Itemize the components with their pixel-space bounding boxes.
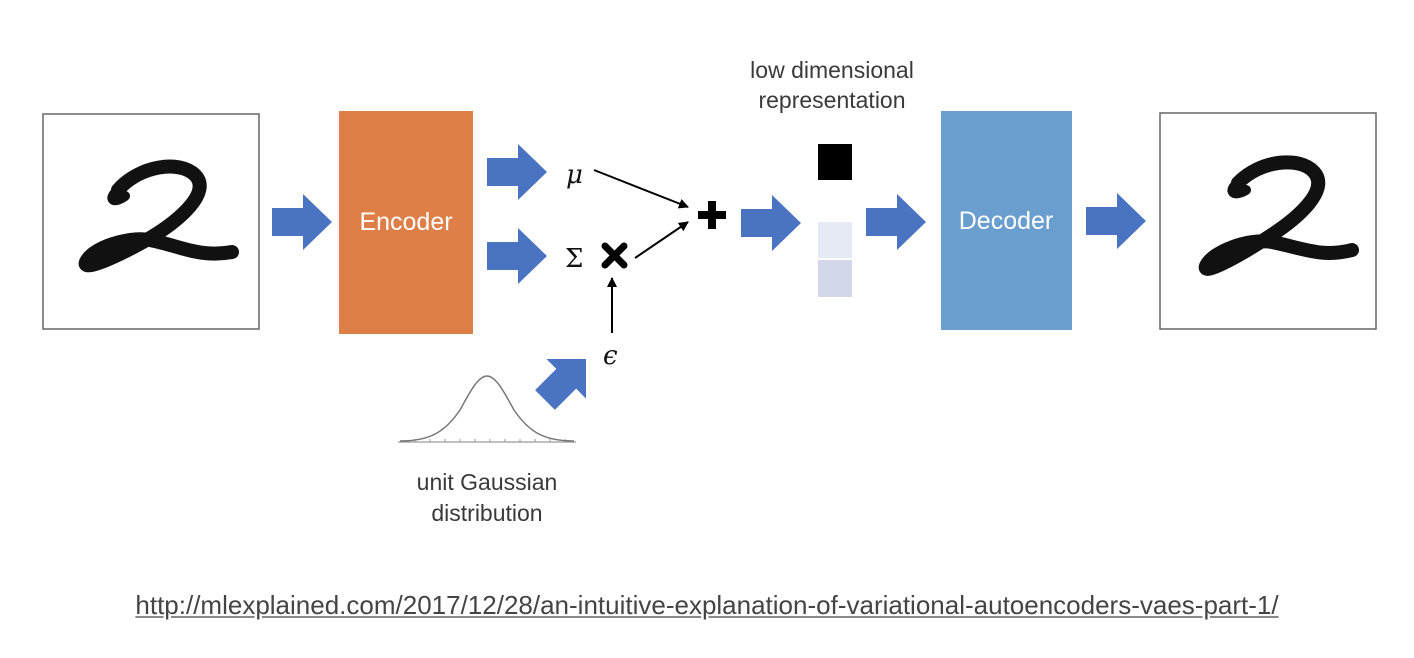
encoder-block: Encoder [339,111,473,334]
block-arrow-icon [741,195,801,251]
block-arrow-icon [1086,193,1146,249]
latent-cell-light [818,260,852,297]
epsilon-symbol: ϵ [603,341,618,371]
block-arrow-icon [487,228,547,284]
encoder-label: Encoder [359,208,452,236]
block-arrow-icon [535,358,587,410]
gaussian-label-line1: unit Gaussian [417,469,558,495]
digit-two-output-image [1198,155,1359,276]
latent-cell-dark [818,144,852,180]
product-to-plus-arrow [634,221,689,259]
latent-cell-light [818,222,852,258]
block-arrow-icon [866,194,926,250]
plus-icon [698,201,726,229]
gaussian-curve-icon [398,375,576,443]
gaussian-label-line2: distribution [431,500,542,526]
block-arrow-icon [272,194,332,250]
decoder-label: Decoder [959,207,1054,235]
latent-label-line2: representation [758,87,905,113]
decoder-block: Decoder [941,111,1072,330]
mu-to-plus-arrow [593,169,689,209]
latent-label-line1: low dimensional [750,57,914,83]
decoder-box [941,111,1072,330]
vae-diagram: Encoder μ Σ ϵ unit Gaussian distr [42,57,1377,526]
encoder-box [339,111,473,334]
latent-vector [818,144,852,297]
sigma-symbol: Σ [565,244,583,274]
source-url-link[interactable]: http://mlexplained.com/2017/12/28/an-int… [135,590,1279,620]
output-image [1159,112,1377,330]
input-image [42,113,260,330]
digit-two-input-image [78,159,239,273]
mu-symbol: μ [566,160,583,190]
block-arrow-icon [487,144,547,200]
multiply-icon [601,242,628,269]
